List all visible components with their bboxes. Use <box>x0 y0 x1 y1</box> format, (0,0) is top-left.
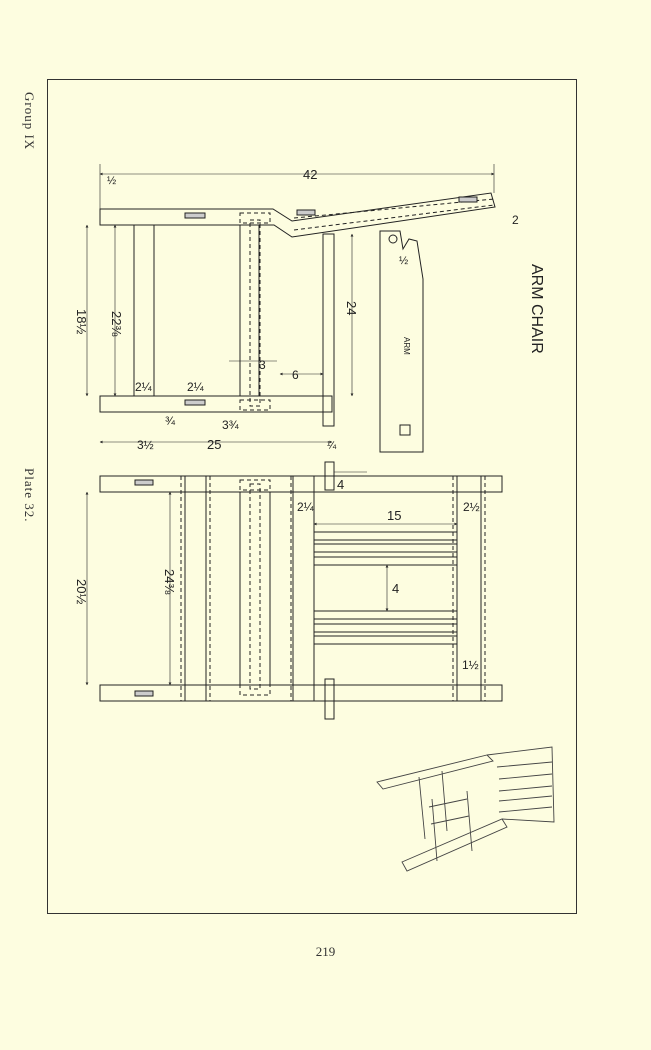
dim-3-1-2: 3½ <box>137 438 154 452</box>
arm-part-label: ARM <box>402 337 411 355</box>
side-post-back <box>322 233 335 427</box>
dim-20-1-2: 20½ <box>74 579 89 604</box>
side-arm-rail <box>99 192 496 238</box>
dim-3-3-4: 3¾ <box>222 418 240 432</box>
dim-24: 24 <box>344 301 359 315</box>
plate-frame <box>47 79 577 914</box>
arm-detail <box>379 230 424 453</box>
dim-2-1-4-c: 2¼ <box>297 500 315 514</box>
dim-2: 2 <box>512 213 519 227</box>
dim-25: 25 <box>207 437 221 452</box>
top-rail-back <box>99 684 503 702</box>
page-number: 219 <box>315 944 336 959</box>
dim-24-3-8: 24⅜ <box>162 569 177 594</box>
dim-2-1-2: 2½ <box>463 500 480 514</box>
dim-1-2: ½ <box>399 255 408 267</box>
group-label: Group IX <box>22 92 37 151</box>
dim-4-top: 4 <box>337 477 344 492</box>
dim-2-1-4-a: 2¼ <box>135 380 153 394</box>
dim-6: 6 <box>292 368 299 382</box>
dim-2-1-4-b: 2¼ <box>187 380 205 394</box>
dim-3-4: ¾ <box>165 414 176 428</box>
dim-3: 3 <box>259 358 266 372</box>
dim-42: 42 <box>303 167 317 182</box>
dim-15: 15 <box>387 508 401 523</box>
side-post-front <box>133 224 155 397</box>
dim-18-1-2: 18½ <box>74 309 89 334</box>
dim-4: 4 <box>392 581 399 596</box>
drawing-title: ARM CHAIR <box>528 264 545 354</box>
plate-label: Plate 32. <box>22 468 37 523</box>
side-bottom-rail <box>99 395 333 413</box>
dim-22-3-8: 22⅜ <box>109 311 124 336</box>
dim-1-4: ¼ <box>327 440 337 452</box>
top-rail-front <box>99 475 503 493</box>
chair-perspective-sketch <box>376 746 555 872</box>
dim-1-2-top: ½ <box>107 175 116 187</box>
dim-1-1-2: 1½ <box>462 658 479 672</box>
arm-chair-drawing: 42 25 3 6 15 4 4 3½ ¾ 3¾ 2¼ 2¼ 2¼ 2½ 1½ … <box>74 164 555 872</box>
